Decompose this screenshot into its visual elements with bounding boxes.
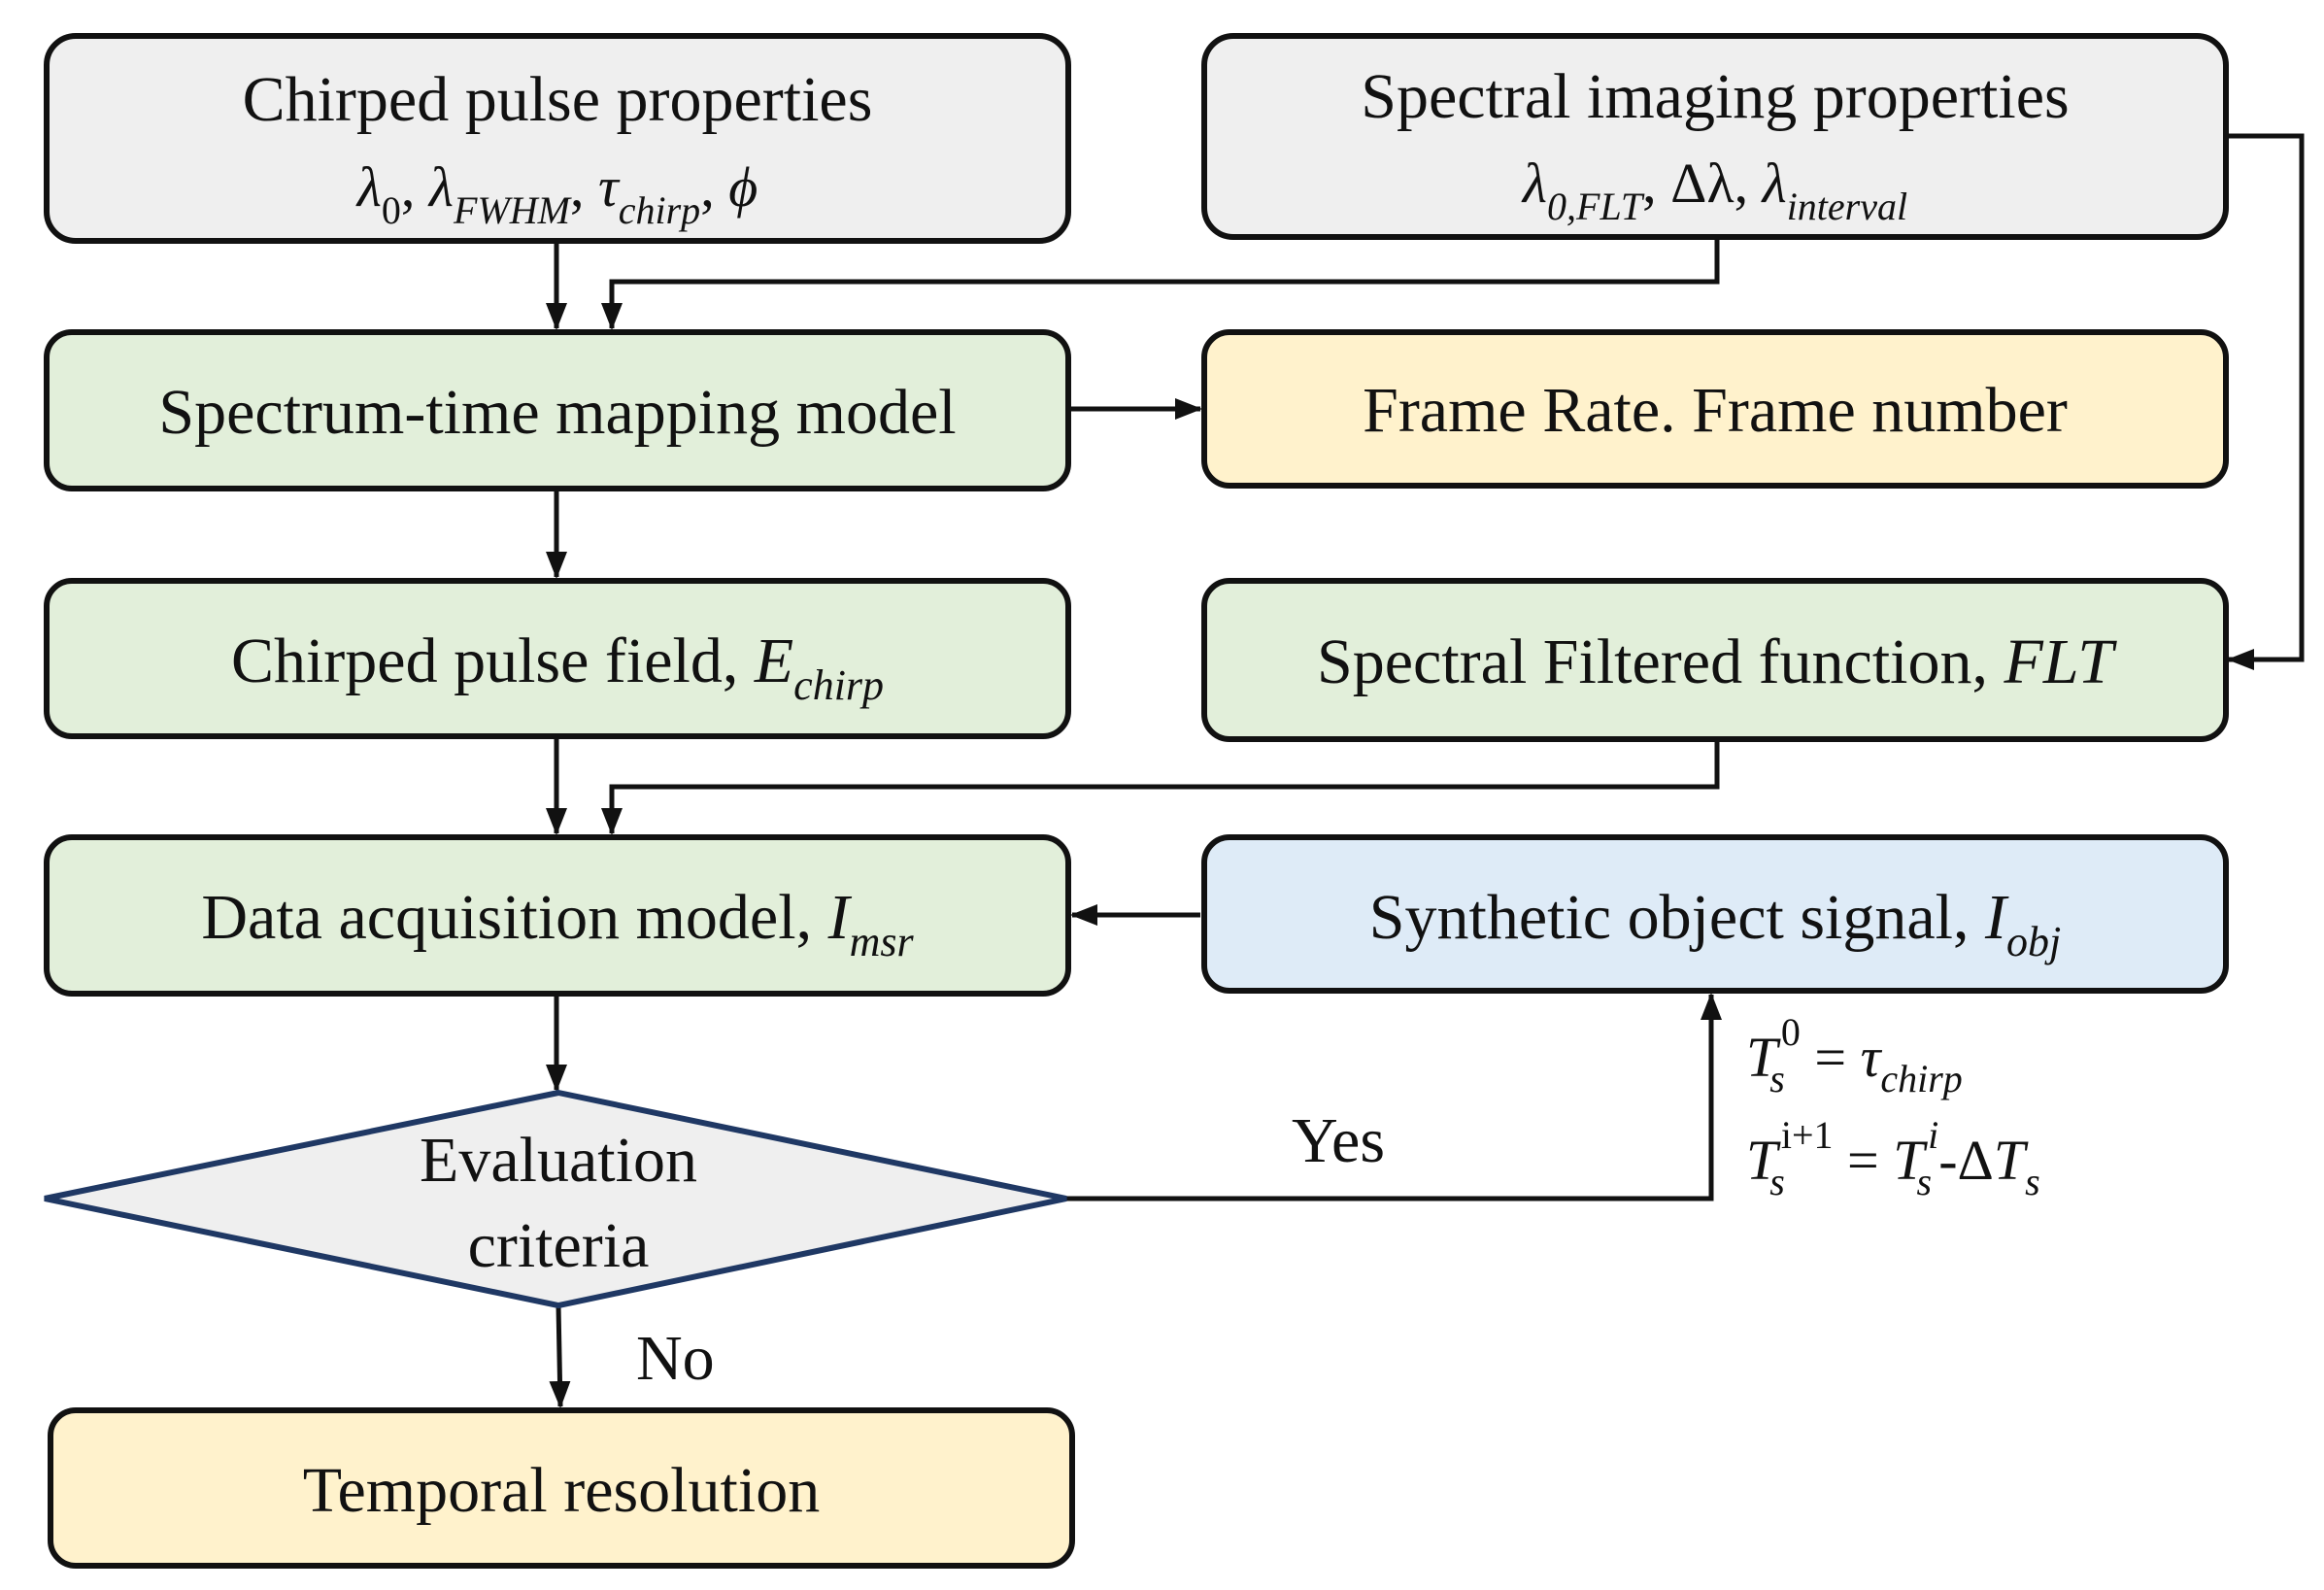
edge-evaluation-yes-to-object — [1066, 993, 1722, 1201]
edge-spectral-to-mapping — [601, 237, 1720, 330]
node-box — [48, 1407, 1075, 1569]
node-frame-rate: Frame Rate. Frame number — [1201, 329, 2229, 489]
node-chirped-pulse-field: Chirped pulse field, Echirp — [44, 578, 1071, 739]
edge-label-no: No — [636, 1323, 715, 1394]
node-box — [44, 834, 1071, 997]
node-data-acquisition-model: Data acquisition model, Imsr — [44, 834, 1071, 997]
node-box — [1201, 33, 2229, 240]
node-evaluation-criteria: Evaluation criteria — [44, 1089, 1067, 1309]
node-label: Temporal resolution — [303, 1455, 820, 1526]
node-box — [1201, 834, 2229, 994]
node-spectrum-time-mapping-model: Spectrum-time mapping model — [44, 329, 1071, 491]
decision-diamond — [44, 1089, 1067, 1309]
decision-line2: criteria — [468, 1210, 650, 1281]
node-label: Frame Rate. Frame number — [1363, 375, 2068, 446]
node-title: Spectral imaging properties — [1361, 61, 2069, 132]
node-box — [44, 33, 1071, 244]
node-label: Synthetic object signal, Iobj — [1369, 882, 2061, 965]
edges — [546, 133, 2305, 1408]
node-spectral-imaging-properties: Spectral imaging properties λ0,FLT, Δλ, … — [1201, 33, 2229, 240]
node-label: Chirped pulse field, Echirp — [231, 626, 884, 709]
node-chirped-pulse-properties: Chirped pulse properties λ0, λFWHM, τchi… — [44, 33, 1071, 244]
node-label: Spectral Filtered function, FLT — [1317, 626, 2117, 697]
node-label: Spectrum-time mapping model — [158, 377, 956, 448]
node-symbols: λ0,FLT, Δλ, λinterval — [1521, 152, 1907, 228]
node-box — [1201, 329, 2229, 489]
edge-filter-to-acquisition — [601, 739, 1720, 835]
node-temporal-resolution: Temporal resolution — [48, 1407, 1075, 1569]
node-symbols: λ0, λFWHM, τchirp, ϕ — [355, 155, 758, 232]
node-box — [1201, 578, 2229, 742]
equation-initial-shift: Ts0 = τchirp — [1746, 1010, 1963, 1100]
equation-shift-update: Tsi+1 = Tsi-ΔTs — [1746, 1113, 2040, 1203]
node-spectral-filtered-function: Spectral Filtered function, FLT — [1201, 578, 2229, 742]
node-box — [44, 329, 1071, 491]
node-synthetic-object-signal: Synthetic object signal, Iobj — [1201, 834, 2229, 994]
edge-spectral-to-filter — [2226, 133, 2305, 670]
node-label: Data acquisition model, Imsr — [201, 882, 914, 965]
edge-evaluation-no-to-temporal — [549, 1304, 571, 1408]
node-title: Chirped pulse properties — [243, 64, 873, 135]
node-box — [44, 578, 1071, 739]
decision-line1: Evaluation — [420, 1125, 697, 1196]
edge-label-yes: Yes — [1292, 1105, 1385, 1176]
